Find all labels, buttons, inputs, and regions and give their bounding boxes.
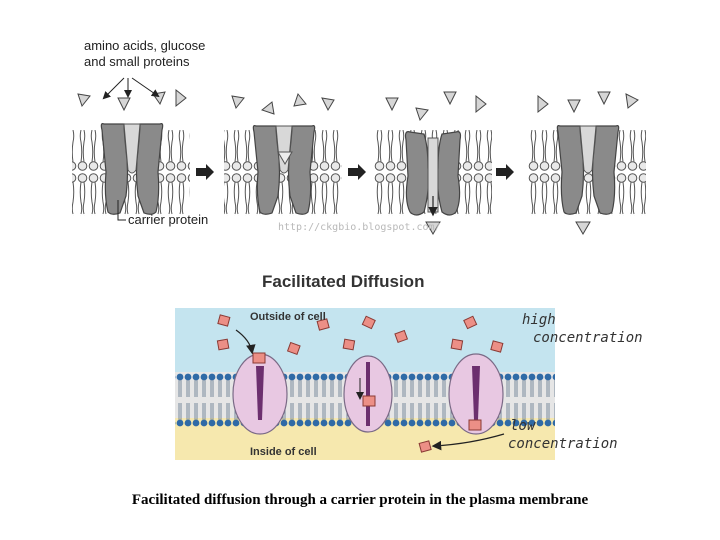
molecule bbox=[463, 315, 478, 330]
molecule bbox=[361, 315, 376, 330]
molecule bbox=[260, 101, 275, 115]
molecule bbox=[490, 340, 504, 353]
molecule bbox=[231, 95, 245, 110]
low-concentration-label-line2: concentration bbox=[508, 436, 618, 452]
step-arrow-3 bbox=[496, 164, 514, 180]
molecule bbox=[385, 97, 399, 112]
diagram-title: Facilitated Diffusion bbox=[262, 272, 425, 291]
molecule bbox=[394, 329, 409, 344]
step-arrow-2 bbox=[348, 164, 366, 180]
molecule bbox=[293, 92, 307, 107]
molecule bbox=[316, 318, 330, 331]
carrier-protein-stage-4 bbox=[556, 125, 620, 215]
carrier-protein-label: carrier protein bbox=[128, 212, 209, 227]
molecule bbox=[175, 88, 187, 108]
molecule bbox=[216, 338, 230, 351]
molecule bbox=[252, 352, 266, 364]
molecule bbox=[415, 107, 429, 122]
molecules-label: amino acids, glucose and small proteins bbox=[84, 38, 206, 69]
carrier-protein-stage-3 bbox=[404, 131, 462, 217]
high-concentration-label-line2: concentration bbox=[533, 330, 643, 346]
molecule bbox=[443, 91, 457, 106]
molecules-top bbox=[77, 88, 639, 235]
step-arrows bbox=[196, 164, 514, 180]
molecule bbox=[468, 419, 482, 431]
channel-protein-3 bbox=[448, 353, 504, 435]
outside-of-cell-label: Outside of cell bbox=[250, 311, 326, 323]
molecule bbox=[567, 99, 581, 114]
molecule bbox=[286, 341, 301, 356]
molecule bbox=[217, 314, 231, 327]
figure-caption: Facilitated diffusion through a carrier … bbox=[131, 492, 589, 508]
molecule bbox=[450, 338, 464, 351]
molecule bbox=[597, 91, 611, 106]
molecules-bottom bbox=[216, 314, 504, 453]
molecule bbox=[117, 97, 131, 112]
molecule bbox=[321, 97, 335, 112]
molecule bbox=[537, 94, 549, 114]
carrier-protein-stage-2 bbox=[252, 125, 316, 215]
molecule bbox=[362, 395, 376, 407]
molecule bbox=[425, 221, 441, 235]
molecule bbox=[418, 440, 432, 453]
inside-of-cell-label: Inside of cell bbox=[250, 446, 317, 458]
channel-protein-1 bbox=[232, 352, 288, 435]
step-arrow-1 bbox=[196, 164, 214, 180]
label-arrows bbox=[102, 77, 160, 221]
molecule bbox=[342, 338, 356, 351]
channel-protein-2 bbox=[343, 355, 393, 433]
bottom-panel bbox=[175, 308, 555, 460]
carrier-protein-stage-1 bbox=[100, 123, 164, 215]
molecule bbox=[77, 93, 91, 108]
watermark-text: http://ckgbio.blogspot.com/ bbox=[278, 222, 441, 233]
annotation-arrows bbox=[235, 329, 505, 451]
molecule bbox=[475, 94, 487, 114]
top-panel bbox=[72, 77, 646, 235]
molecule bbox=[625, 93, 639, 109]
molecule bbox=[575, 221, 591, 235]
high-concentration-label-line1: high bbox=[522, 312, 556, 328]
low-concentration-label-line1: low bbox=[510, 418, 536, 434]
